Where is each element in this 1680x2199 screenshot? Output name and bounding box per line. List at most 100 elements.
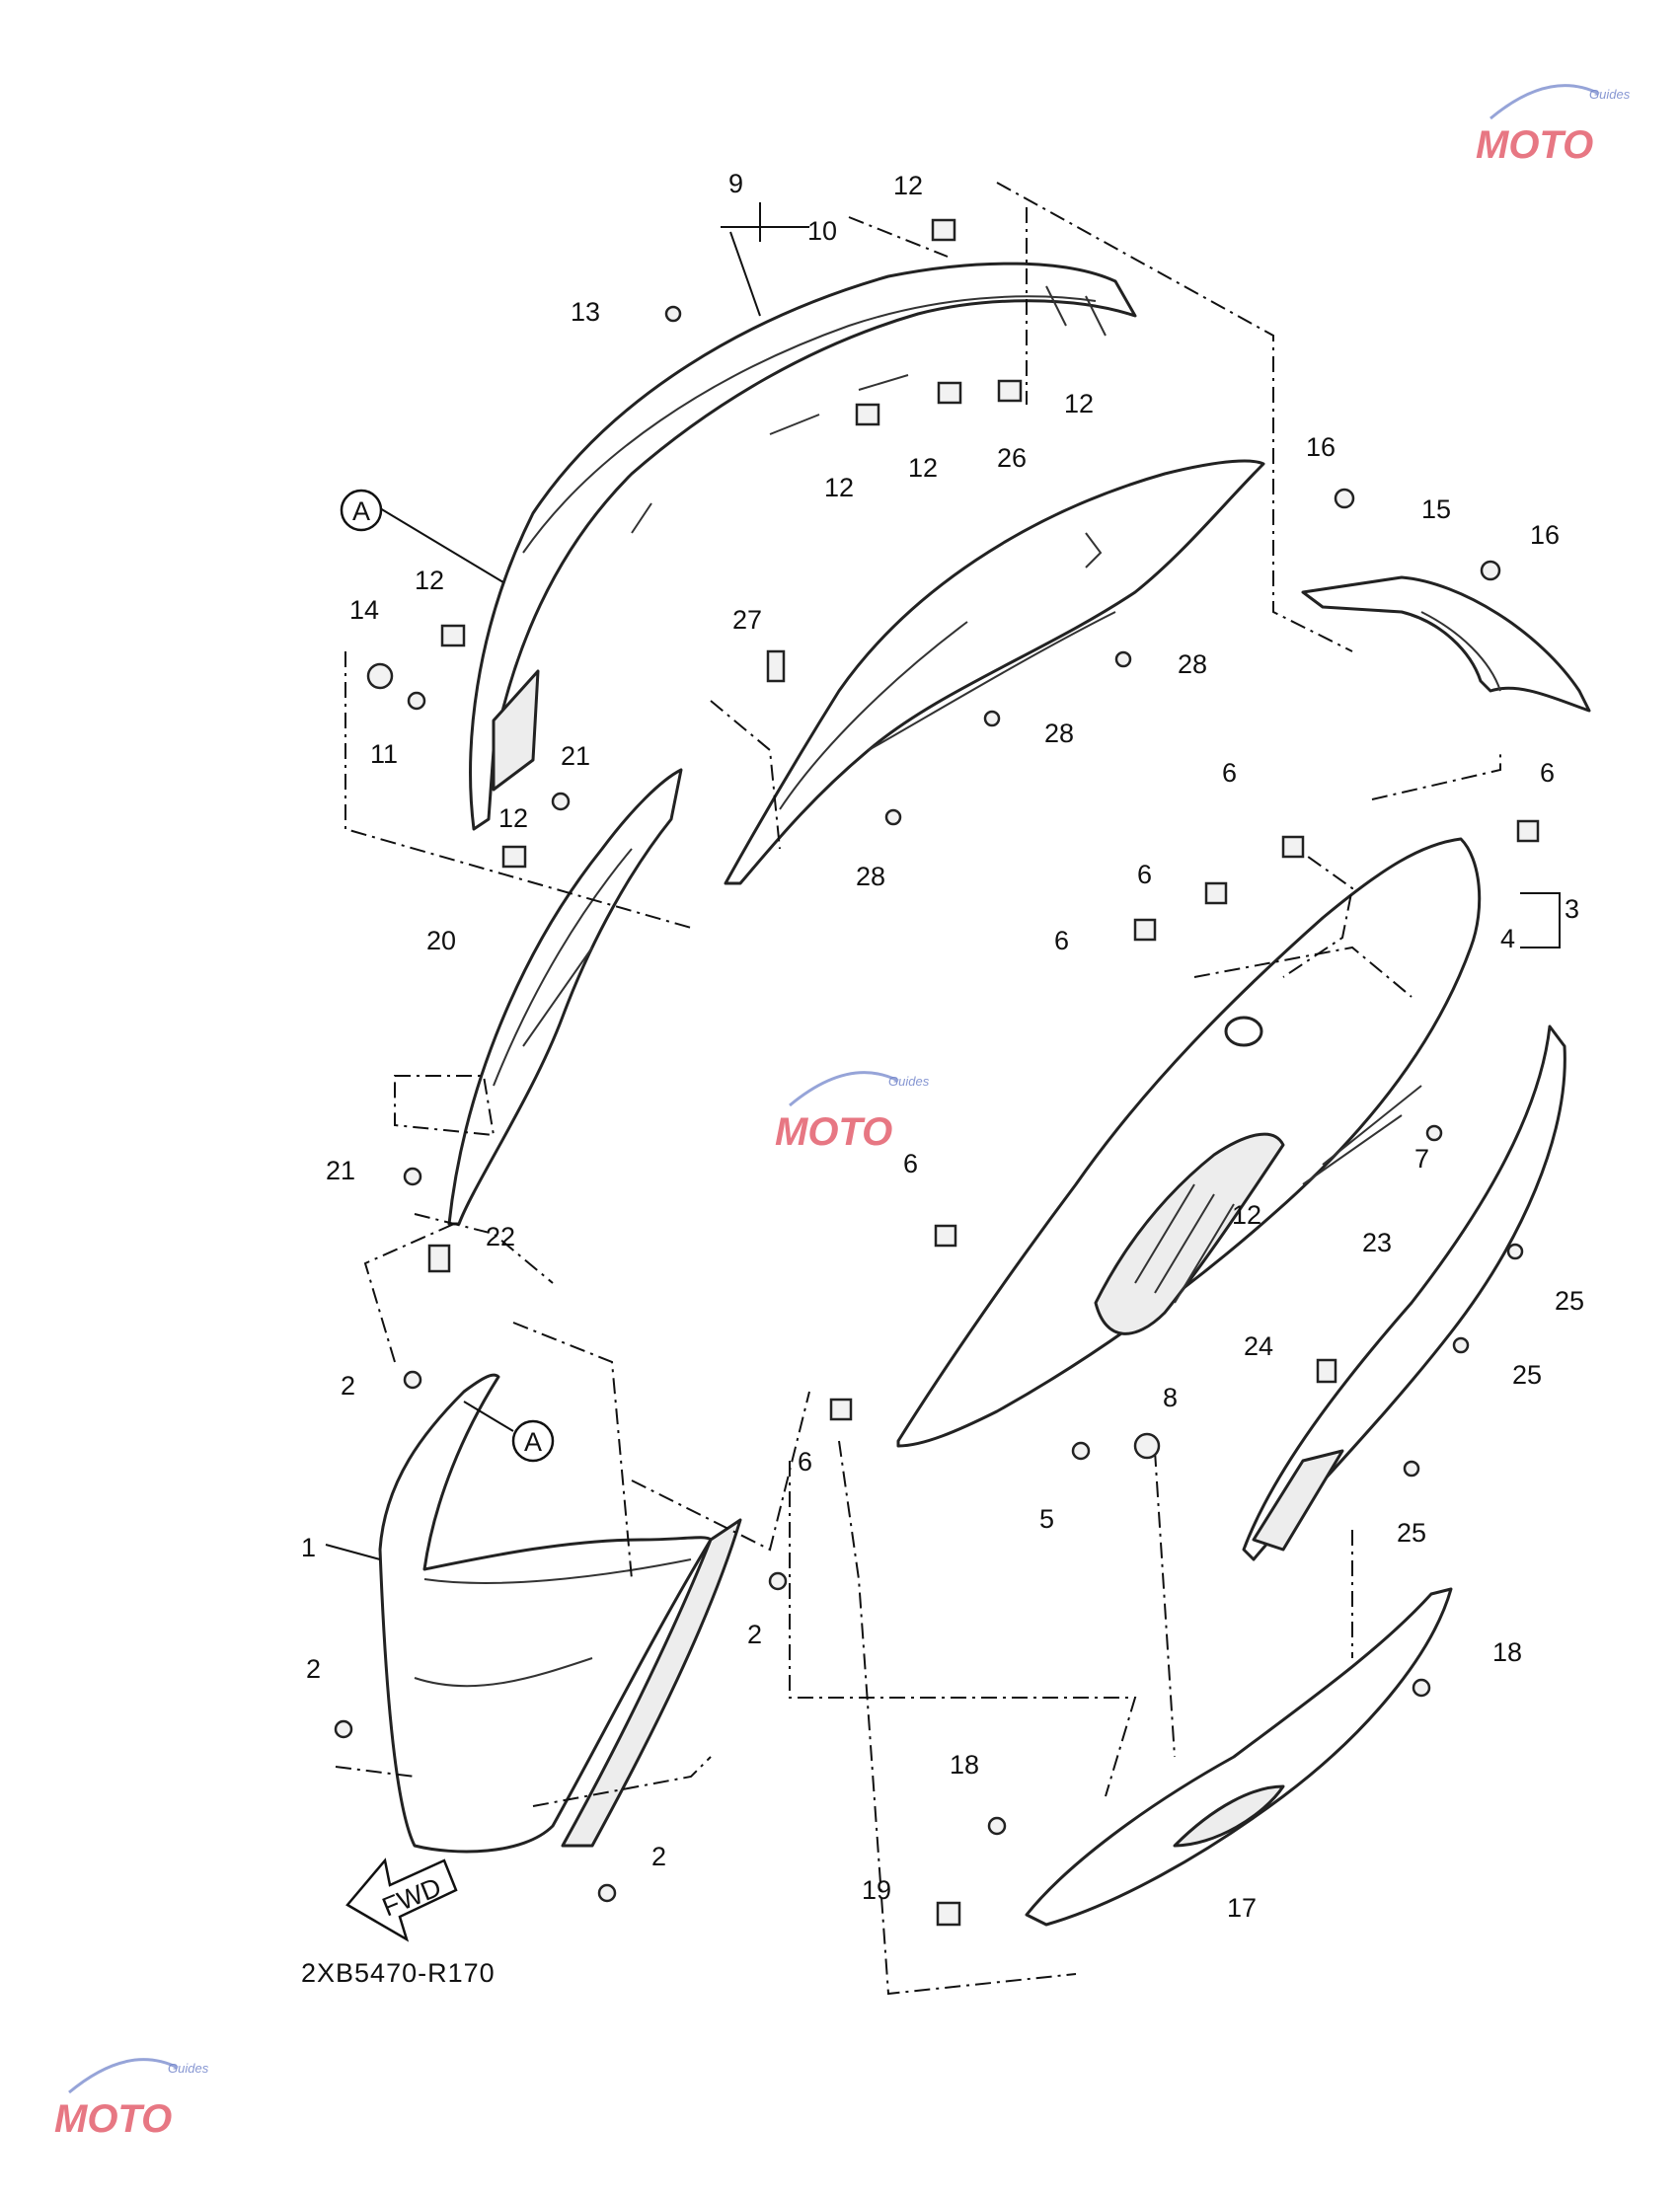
part-20-inner-bracket (447, 768, 683, 1226)
callout: 12 (1064, 389, 1094, 418)
clip-6 (1516, 819, 1540, 843)
watermark-brand: MOTO (775, 1110, 892, 1154)
callout: 2 (651, 1842, 666, 1871)
callout: 25 (1555, 1286, 1584, 1316)
clip-22 (427, 1244, 451, 1273)
part-23-side-strip (1242, 1024, 1566, 1561)
watermark-sub: Guides (888, 1074, 930, 1089)
callout: 6 (798, 1447, 812, 1477)
screw-16 (1334, 488, 1355, 509)
clip-6 (1133, 918, 1157, 942)
fastener-28 (884, 808, 902, 826)
callout: 25 (1397, 1518, 1426, 1548)
callout: 15 (1421, 494, 1451, 524)
callout: 25 (1512, 1360, 1542, 1390)
callout: 20 (426, 926, 456, 955)
part-1-front-cover (378, 1373, 742, 1854)
clip-12 (937, 381, 962, 405)
screw-18 (987, 1816, 1007, 1836)
callout: 23 (1362, 1228, 1392, 1257)
callout: 28 (1044, 719, 1074, 748)
callout: 27 (732, 605, 762, 635)
clip-6 (1204, 881, 1228, 905)
callout: 12 (908, 453, 938, 483)
callout: 17 (1227, 1893, 1257, 1923)
watermark-center: MOTO Guides (775, 1071, 930, 1154)
callout: 1 (301, 1533, 316, 1562)
callout: 22 (486, 1222, 515, 1251)
callout: 14 (349, 595, 379, 625)
part-3-main-side-cover (896, 837, 1482, 1448)
part-17-lower-rear-cover (1025, 1587, 1453, 1927)
ref-marker-label: A (524, 1427, 542, 1457)
callout: 13 (571, 297, 600, 327)
callout: 6 (903, 1149, 918, 1178)
callout: 2 (341, 1371, 355, 1401)
callout: 9 (728, 169, 743, 198)
clip-24 (1316, 1358, 1337, 1384)
callout: 19 (862, 1875, 891, 1905)
leader-lines (325, 202, 1561, 1560)
clip-6 (934, 1224, 957, 1248)
callout: 21 (561, 741, 590, 771)
fwd-arrow-icon: FWD (345, 1858, 458, 1942)
callout: 8 (1163, 1383, 1178, 1412)
screw-11 (407, 691, 426, 711)
screw-5 (1071, 1441, 1091, 1461)
callout: 7 (1414, 1144, 1429, 1174)
fastener-25 (1452, 1336, 1470, 1354)
callout: 28 (856, 862, 885, 891)
callout: 6 (1054, 926, 1069, 955)
callout: 6 (1222, 758, 1237, 788)
screw-2 (403, 1370, 422, 1390)
callout: 6 (1540, 758, 1555, 788)
callout: 12 (824, 473, 854, 502)
part-15-rear-bracket (1301, 575, 1591, 713)
grommet-8 (1133, 1432, 1161, 1460)
clip-6 (1281, 835, 1305, 859)
fastener-25 (1506, 1243, 1524, 1260)
callout: 16 (1530, 520, 1560, 550)
callout: 6 (1137, 860, 1152, 889)
part-26-side-panel (724, 459, 1265, 885)
fastener-28 (983, 710, 1001, 727)
ref-marker-label: A (352, 496, 370, 526)
callout: 18 (1492, 1637, 1522, 1667)
watermark-brand: MOTO (1476, 123, 1593, 167)
screw-16 (1480, 560, 1501, 581)
grommet-14 (366, 662, 394, 690)
callout: 2 (306, 1654, 321, 1684)
watermark-sub: Guides (168, 2061, 209, 2076)
clip-27 (766, 649, 786, 683)
callout: 12 (415, 566, 444, 595)
callout: 12 (893, 171, 923, 200)
watermark-sub: Guides (1589, 87, 1631, 102)
callout: 4 (1500, 924, 1515, 953)
callout: 28 (1178, 649, 1207, 679)
screw-18 (1412, 1678, 1431, 1698)
hardware (334, 218, 1540, 1927)
clip-12 (501, 845, 527, 869)
callout: 3 (1565, 894, 1579, 924)
callouts: 1 2 2 2 2 3 4 5 6 6 6 6 6 6 7 8 9 10 11 … (301, 169, 1584, 1923)
diagram-code: 2XB5470-R170 (301, 1958, 496, 1988)
part-9-upper-cover (469, 262, 1137, 831)
screw-2 (597, 1883, 617, 1903)
screw-7 (1425, 1124, 1443, 1142)
clip-6 (829, 1398, 853, 1421)
callout: 11 (370, 739, 398, 769)
clip-12 (855, 403, 880, 426)
clip-12 (440, 624, 466, 647)
watermark-bottom-left: MOTO Guides (54, 2058, 209, 2141)
fastener-28 (1114, 650, 1132, 668)
callout: 16 (1306, 432, 1336, 462)
callout: 18 (950, 1750, 979, 1780)
ref-marker-a-bottom: A (463, 1401, 555, 1463)
watermark-top-right: MOTO Guides (1476, 84, 1631, 167)
clip-19 (936, 1901, 961, 1927)
callout: 12 (498, 803, 528, 833)
screw-2 (334, 1719, 353, 1739)
screw-21 (551, 792, 571, 811)
screw-2 (768, 1571, 788, 1591)
